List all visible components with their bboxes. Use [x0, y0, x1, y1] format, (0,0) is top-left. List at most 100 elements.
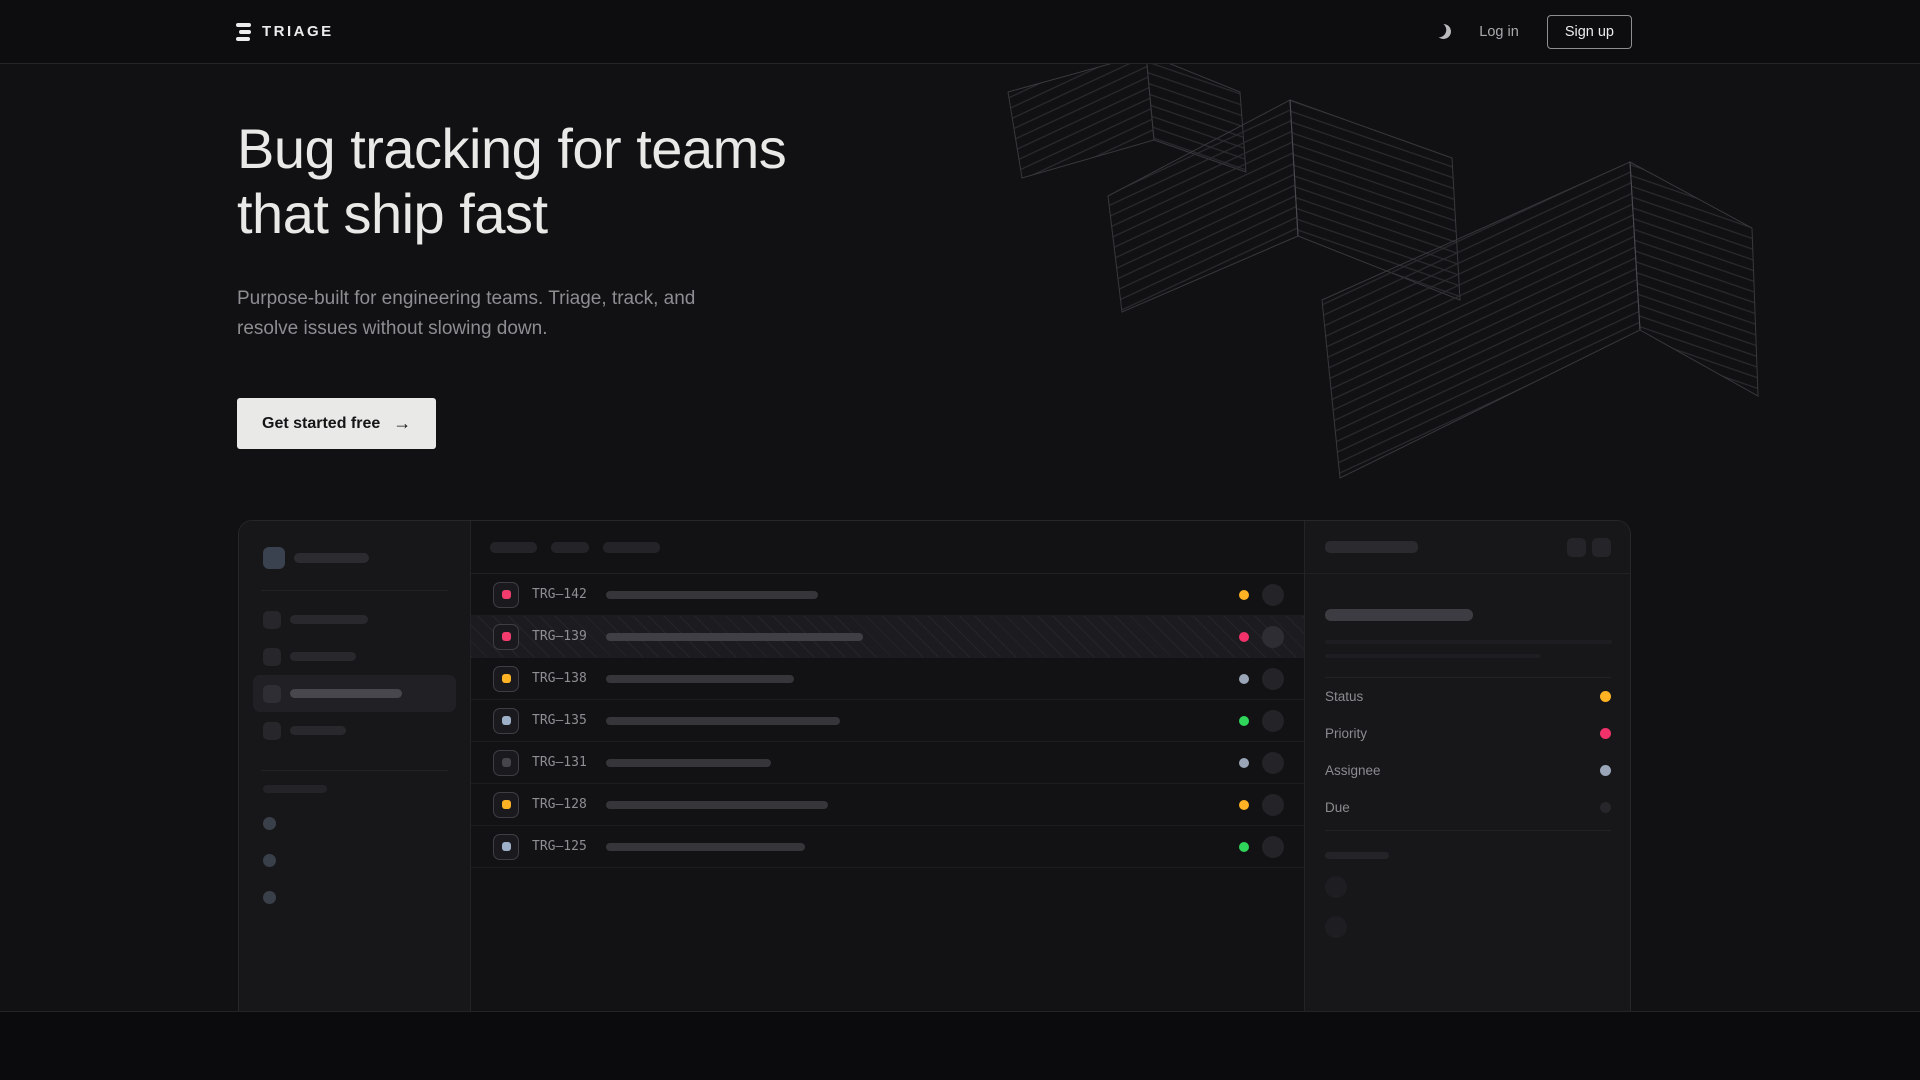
status-dot: [1239, 799, 1249, 810]
issue-type-icon: [493, 707, 519, 734]
brand[interactable]: TRIAGE: [236, 22, 334, 41]
detail-field-row[interactable]: Status: [1325, 678, 1611, 715]
status-dot: [1239, 589, 1249, 600]
sidebar-item[interactable]: [253, 638, 456, 675]
theme-toggle-moon-icon[interactable]: [1434, 22, 1453, 41]
issue-title-skeleton: [606, 716, 840, 725]
issue-type-icon: [493, 665, 519, 692]
workspace-name-skeleton: [294, 553, 369, 563]
field-value-dot: [1600, 765, 1611, 776]
get-started-button[interactable]: Get started free →: [237, 398, 437, 449]
workspace-avatar: [263, 547, 285, 569]
issue-id: TRG–138: [532, 671, 587, 686]
issue-id: TRG–139: [532, 629, 587, 644]
sidebar-item[interactable]: [253, 601, 456, 638]
field-label: Status: [1325, 689, 1364, 704]
activity-avatar: [1325, 916, 1347, 938]
issue-row[interactable]: TRG–142: [471, 574, 1304, 616]
detail-header: [1305, 521, 1630, 574]
issue-row[interactable]: TRG–131: [471, 742, 1304, 784]
breadcrumb-skeleton: [1325, 541, 1418, 553]
divider: [1325, 830, 1611, 831]
sidebar-item-icon: [263, 610, 281, 629]
description-line-skeleton: [1325, 654, 1541, 658]
activity-label-skeleton: [1325, 852, 1389, 859]
divider: [261, 770, 448, 771]
filter-tab-skeleton[interactable]: [603, 541, 660, 553]
issue-id: TRG–128: [532, 797, 587, 812]
detail-field-row[interactable]: Due: [1325, 789, 1611, 826]
issue-title-skeleton: [606, 590, 818, 599]
status-dot: [1239, 715, 1249, 726]
issue-row[interactable]: TRG–128: [471, 784, 1304, 826]
detail-action-button[interactable]: [1567, 537, 1586, 557]
detail-field-row[interactable]: Assignee: [1325, 752, 1611, 789]
sidebar-item-label-skeleton: [290, 615, 368, 624]
issue-title-skeleton: [1325, 609, 1473, 621]
sidebar-dot: [263, 891, 276, 904]
sidebar-item-icon: [263, 647, 281, 666]
issue-type-icon: [493, 791, 519, 818]
field-value-dot: [1600, 802, 1611, 813]
sidebar-item-label-skeleton: [290, 689, 402, 698]
activity-avatar: [1325, 876, 1347, 898]
issue-row[interactable]: TRG–138: [471, 658, 1304, 700]
signup-button[interactable]: Sign up: [1546, 14, 1632, 49]
divider: [261, 590, 448, 591]
assignee-avatar: [1262, 583, 1284, 606]
issue-title-skeleton: [606, 758, 771, 767]
issue-list-header: [471, 521, 1304, 574]
issue-type-icon: [493, 749, 519, 776]
filter-tab-skeleton[interactable]: [551, 541, 589, 553]
sidebar-item-label-skeleton: [290, 652, 356, 661]
footer-section: [0, 1011, 1920, 1080]
issue-title-skeleton: [606, 674, 794, 683]
field-label: Due: [1325, 800, 1350, 815]
arrow-right-icon: →: [393, 413, 412, 433]
description-line-skeleton: [1325, 640, 1612, 644]
issue-type-icon: [493, 623, 519, 650]
issue-row[interactable]: TRG–139: [471, 616, 1304, 658]
status-dot: [1239, 841, 1249, 852]
assignee-avatar: [1262, 751, 1284, 774]
issue-title-skeleton: [606, 842, 805, 851]
field-value-dot: [1600, 728, 1611, 739]
sidebar-item[interactable]: [253, 712, 456, 749]
detail-field-row[interactable]: Priority: [1325, 715, 1611, 752]
field-label: Priority: [1325, 726, 1368, 741]
sidebar-item-icon: [263, 721, 281, 740]
status-dot: [1239, 757, 1249, 768]
status-dot: [1239, 673, 1249, 684]
hero-heading: Bug tracking for teams that ship fast: [237, 117, 787, 245]
sidebar-dot: [263, 854, 276, 867]
issue-type-icon: [493, 833, 519, 860]
status-dot: [1239, 631, 1249, 642]
issue-id: TRG–125: [532, 839, 587, 854]
workspace-switcher[interactable]: [263, 547, 446, 569]
assignee-avatar: [1262, 793, 1284, 816]
assignee-avatar: [1262, 625, 1284, 648]
assignee-avatar: [1262, 709, 1284, 732]
section-label-skeleton: [263, 785, 327, 793]
mockup-sidebar: [239, 521, 471, 1011]
filter-tab-skeleton[interactable]: [490, 541, 537, 553]
issue-title-skeleton: [606, 800, 828, 809]
field-label: Assignee: [1325, 763, 1381, 778]
issue-id: TRG–131: [532, 755, 587, 770]
login-link[interactable]: Log in: [1479, 23, 1519, 40]
issue-row[interactable]: TRG–135: [471, 700, 1304, 742]
sidebar-item-active[interactable]: [253, 675, 456, 712]
issue-row[interactable]: TRG–125: [471, 826, 1304, 868]
field-value-dot: [1600, 691, 1611, 702]
assignee-avatar: [1262, 667, 1284, 690]
detail-action-button[interactable]: [1592, 537, 1611, 557]
sidebar-dot: [263, 817, 276, 830]
top-nav: TRIAGE Log in Sign up: [0, 0, 1920, 64]
